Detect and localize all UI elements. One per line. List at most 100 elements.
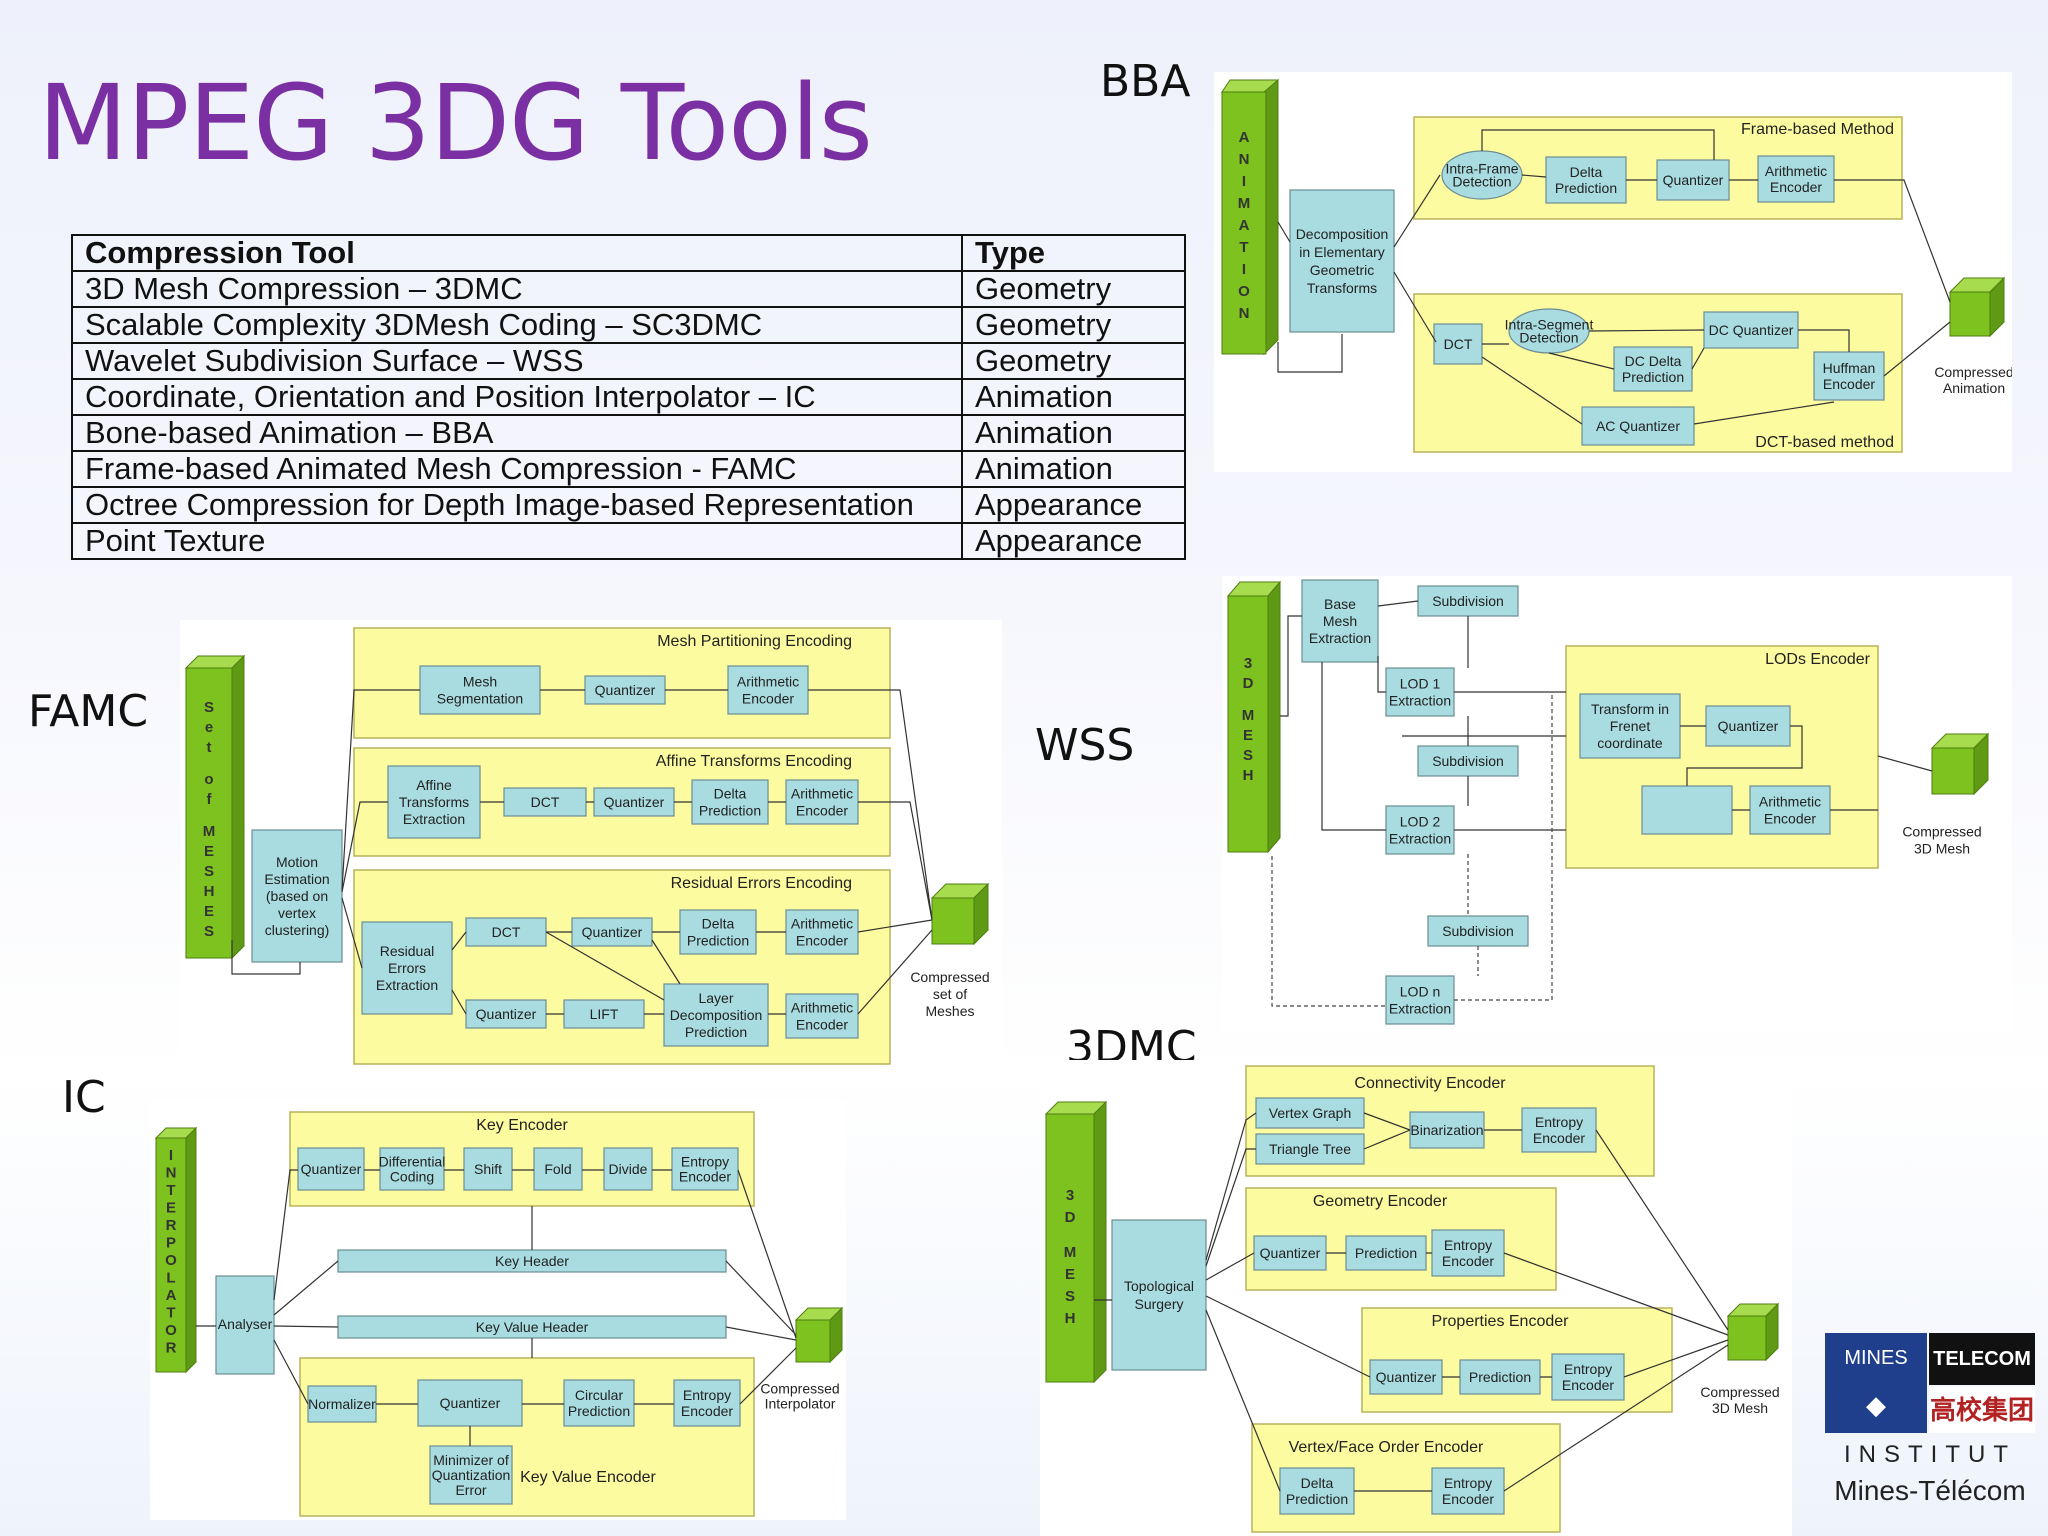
base-mesh-extraction-block [1301,579,1379,663]
compressed-interpolator-cube [795,1319,831,1363]
quantizer-label: Quantizer [440,1395,501,1411]
quantizer-label: Quantizer [595,682,656,698]
compressed-meshes-cube [931,897,975,945]
triangle-tree-block [1255,1133,1365,1165]
compressed-mesh-cube [1727,1315,1767,1361]
subdivision-label: Subdivision [1432,753,1504,769]
delta-prediction-block [679,909,757,955]
delta-prediction-block [691,779,769,825]
arithmetic-encoder-block [1757,155,1835,203]
column-header: Type [961,234,1186,272]
frenet-transform-block [1579,693,1681,759]
minimizer-block [429,1445,513,1505]
key-value-header-label: Key Value Header [476,1319,589,1335]
topological-surgery-block [1111,1219,1207,1371]
properties-encoder-title: Properties Encoder [1432,1313,1570,1330]
mines-telecom-logo: MINES ◆ TELECOM 高校集团 INSTITUT Mines-Télé… [1825,1333,2035,1533]
dct-block [1433,323,1483,365]
quantizer-label: Quantizer [476,1006,537,1022]
lod2-extraction-block [1385,805,1455,855]
tool-name-cell: 3D Mesh Compression – 3DMC [71,270,963,308]
compression-tools-table: Compression Tool Type 3D Mesh Compressio… [71,234,1186,560]
lod1-extraction-block [1385,667,1455,717]
animation-input-bar [1221,91,1267,355]
subdivision-block [1417,745,1519,777]
fold-block [533,1147,583,1191]
tool-name-cell: Bone-based Animation – BBA [71,414,963,452]
table-row: Coordinate, Orientation and Position Int… [71,378,1186,416]
table-row: Frame-based Animated Mesh Compression - … [71,450,1186,488]
dct-block [503,787,587,817]
table-row: Scalable Complexity 3DMesh Coding – SC3D… [71,306,1186,344]
dct-label: DCT [1444,336,1473,352]
prediction-block [1459,1359,1541,1395]
quantizer-block [1369,1359,1443,1395]
column-header: Compression Tool [71,234,963,272]
quantizer-block [297,1147,365,1191]
motion-estimation-block [251,829,343,963]
tool-type-cell: Geometry [961,306,1186,344]
tool-name-cell: Wavelet Subdivision Surface – WSS [71,342,963,380]
tool-type-cell: Animation [961,450,1186,488]
prediction-label: Prediction [1355,1245,1417,1261]
affine-transforms-title: Affine Transforms Encoding [656,753,852,770]
quantizer-label: Quantizer [1260,1245,1321,1261]
tool-name-cell: Scalable Complexity 3DMesh Coding – SC3D… [71,306,963,344]
entropy-encoder-block [671,1147,739,1191]
tool-name-cell: Octree Compression for Depth Image-based… [71,486,963,524]
quantizer-label: Quantizer [604,794,665,810]
wss-label: WSS [1035,720,1135,771]
frame-based-title: Frame-based Method [1741,121,1894,138]
normalizer-label: Normalizer [308,1396,376,1412]
3d-mesh-input-bar [1045,1113,1095,1383]
divide-block [603,1147,653,1191]
interpolator-input-bar [155,1137,187,1373]
tool-name-cell: Frame-based Animated Mesh Compression - … [71,450,963,488]
vertex-graph-label: Vertex Graph [1269,1105,1352,1121]
decomposition-block [1289,189,1395,333]
triangle-tree-label: Triangle Tree [1269,1141,1351,1157]
dct-label: DCT [531,794,560,810]
mines-telecom-text: Mines-Télécom [1834,1475,2026,1506]
ac-quantizer-block [1581,406,1695,446]
table-row: Octree Compression for Depth Image-based… [71,486,1186,524]
layer-decomposition-block [663,983,769,1047]
geometry-encoder-title: Geometry Encoder [1313,1193,1448,1210]
affine-extraction-block [387,765,481,839]
tool-type-cell: Appearance [961,522,1186,560]
mines-logo-text: MINES [1844,1347,1908,1369]
chinese-logo-text: 高校集团 [1929,1387,2035,1433]
bba-label: BBA [1100,56,1191,107]
delta-prediction-block [1279,1467,1355,1515]
